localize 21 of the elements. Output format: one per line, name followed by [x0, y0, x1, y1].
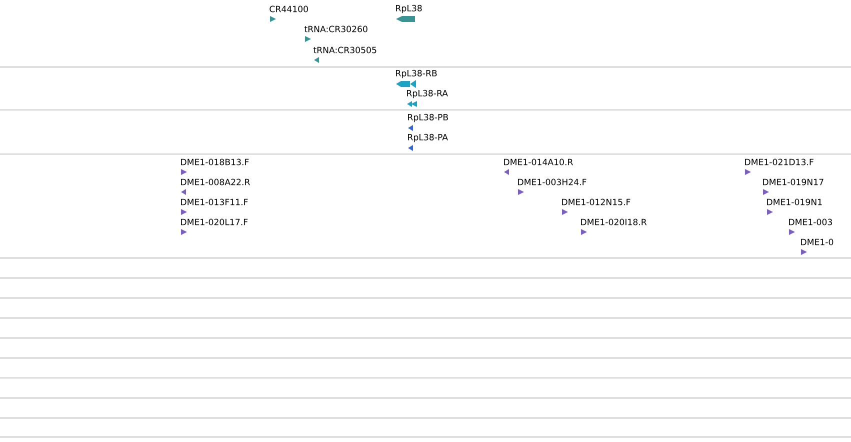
feature-label: DME1-020L17.F — [181, 218, 248, 226]
feature-label: tRNA:CR30505 — [313, 46, 376, 54]
feature-label: RpL38 — [396, 4, 422, 14]
feature-label: DME1-018B13.F — [181, 158, 249, 166]
feature-label: DME1-021D13.F — [745, 158, 814, 166]
feature-label: CR44100 — [270, 6, 308, 12]
feature-label: DME1-0 — [801, 238, 834, 246]
feature-label: DME1-008A22.R — [181, 178, 250, 186]
feature-label: DME1-019N17 — [763, 178, 824, 186]
feature-label: DME1-003 — [789, 218, 832, 226]
feature-label: DME1-003H24.F — [518, 178, 586, 186]
feature-label: DME1-014A10.R — [504, 158, 573, 166]
feature-label: RpL38-PA — [408, 134, 448, 142]
feature-label: DME1-020I18.R — [581, 218, 647, 226]
feature-label: RpL38-RA — [407, 90, 448, 98]
feature-label: DME1-013F11.F — [181, 198, 248, 206]
feature-label: RpL38-RB — [396, 70, 437, 78]
feature-label: DME1-019N1 — [767, 198, 822, 206]
feature-label: RpL38-PB — [408, 114, 448, 122]
feature-label: DME1-012N15.F — [562, 198, 630, 206]
feature-label: tRNA:CR30260 — [304, 26, 368, 32]
